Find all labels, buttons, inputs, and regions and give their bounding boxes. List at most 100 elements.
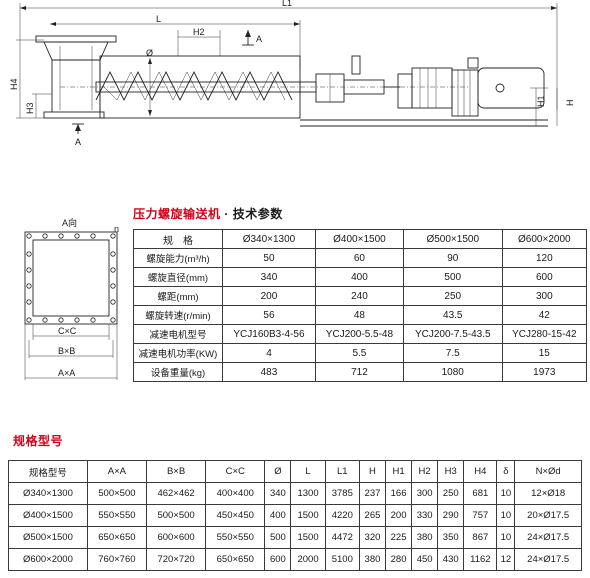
spec-cell: 120 (501, 248, 588, 268)
h-label: H (565, 100, 575, 107)
model-cell: 760×760 (86, 548, 147, 571)
model-cell: 450 (411, 548, 439, 571)
model-cell: 1500 (290, 526, 326, 549)
model-cell: 500×500 (86, 482, 147, 505)
spec-cell: YCJ280-15-42 (501, 324, 588, 344)
model-cell: 12×Ø18 (514, 482, 582, 505)
spec-cell: 43.5 (402, 305, 503, 325)
phi-label: Ø (146, 48, 153, 58)
spec-cell: 400 (314, 267, 404, 287)
model-cell: 24×Ø17.5 (514, 548, 582, 571)
model-cell: 200 (385, 504, 413, 527)
l-label: L (156, 14, 161, 24)
model-cell: 550×550 (205, 526, 266, 549)
model-cell: 290 (437, 504, 465, 527)
model-cell: 340 (264, 482, 292, 505)
model-cell: 380 (411, 526, 439, 549)
model-header-cell: δ (496, 460, 516, 483)
model-cell: 10 (496, 526, 516, 549)
model-cell: 250 (437, 482, 465, 505)
spec-cell: 60 (314, 248, 404, 268)
spec-row: 螺旋能力(m³/h) 50 60 90 120 (133, 248, 588, 268)
flange-view-text: A向 (62, 217, 77, 228)
model-cell: Ø600×2000 (8, 548, 88, 571)
model-header-cell: L (290, 460, 326, 483)
bolt-holes (26, 233, 116, 323)
model-header-cell: H4 (463, 460, 498, 483)
model-header-cell: 规格型号 (8, 460, 88, 483)
model-table: 规格型号 A×A B×B C×C Ø L L1 H H1 H2 H3 H4 δ … (8, 460, 582, 571)
cc-label: C×C (58, 326, 77, 336)
spec-cell: YCJ200-7.5-43.5 (402, 324, 503, 344)
model-cell: 720×720 (145, 548, 207, 571)
h2-label: H2 (193, 27, 205, 37)
model-cell: 500 (264, 526, 292, 549)
model-cell: Ø400×1500 (8, 504, 88, 527)
spec-header-cell: Ø500×1500 (402, 229, 503, 249)
spec-cell: 712 (314, 362, 404, 382)
model-cell: Ø500×1500 (8, 526, 88, 549)
spec-cell: 1973 (501, 362, 588, 382)
model-cell: 430 (437, 548, 465, 571)
model-header-cell: H1 (385, 460, 413, 483)
model-cell: 3785 (324, 482, 360, 505)
model-title: 规格型号 (13, 434, 64, 448)
model-header-cell: A×A (86, 460, 147, 483)
spec-row: 螺旋直径(mm) 340 400 500 600 (133, 267, 588, 287)
flange-drawing: A向 n C×C B×B A×A (24, 217, 119, 380)
screw-flights (95, 70, 301, 102)
l1-label: L1 (282, 0, 292, 8)
spec-header-cell: Ø340×1300 (222, 229, 316, 249)
spec-cell: 48 (314, 305, 404, 325)
spec-cell: 1080 (402, 362, 503, 382)
model-cell: 12 (496, 548, 516, 571)
spec-cell: 减速电机功率(KW) (133, 343, 223, 363)
spec-cell: 螺旋直径(mm) (133, 267, 223, 287)
model-header-cell: Ø (264, 460, 292, 483)
spec-cell: YCJ160B3-4-56 (222, 324, 316, 344)
spec-cell: 5.5 (314, 343, 404, 363)
n-label: n (114, 224, 119, 234)
spec-cell: 螺旋能力(m³/h) (133, 248, 223, 268)
h3-label: H3 (25, 102, 35, 114)
spec-row: 螺距(mm) 200 240 250 300 (133, 286, 588, 306)
model-cell: 330 (411, 504, 439, 527)
spec-cell: YCJ200-5.5-48 (314, 324, 404, 344)
model-cell: 500×500 (145, 504, 207, 527)
model-header-cell: H3 (437, 460, 465, 483)
spec-cell: 300 (501, 286, 588, 306)
model-header-row: 规格型号 A×A B×B C×C Ø L L1 H H1 H2 H3 H4 δ … (8, 460, 582, 483)
model-cell: 350 (437, 526, 465, 549)
spec-cell: 340 (222, 267, 316, 287)
a-bottom-label: A (75, 137, 81, 147)
model-row: Ø500×1500 650×650 600×600 550×550 500 15… (8, 526, 582, 549)
spec-row: 减速电机功率(KW) 4 5.5 7.5 15 (133, 343, 588, 363)
spec-cell: 200 (222, 286, 316, 306)
spec-cell: 500 (402, 267, 503, 287)
model-cell: Ø340×1300 (8, 482, 88, 505)
model-cell: 600×600 (145, 526, 207, 549)
model-cell: 1500 (290, 504, 326, 527)
spec-cell: 螺距(mm) (133, 286, 223, 306)
spec-cell: 90 (402, 248, 503, 268)
model-header-cell: H2 (411, 460, 439, 483)
spec-title-sub: 技术参数 (232, 207, 283, 221)
model-header-cell: C×C (205, 460, 266, 483)
spec-title-separator: · (224, 207, 229, 221)
model-cell: 4220 (324, 504, 360, 527)
h4-label: H4 (9, 78, 19, 90)
spec-cell: 设备重量(kg) (133, 362, 223, 382)
spec-cell: 减速电机型号 (133, 324, 223, 344)
spec-cell: 15 (501, 343, 588, 363)
model-cell: 24×Ø17.5 (514, 526, 582, 549)
model-cell: 550×550 (86, 504, 147, 527)
spec-title: 压力螺旋输送机 · 技术参数 (133, 205, 283, 222)
model-cell: 280 (385, 548, 413, 571)
model-cell: 4472 (324, 526, 360, 549)
bb-label: B×B (58, 346, 75, 356)
model-cell: 462×462 (145, 482, 207, 505)
model-cell: 1162 (463, 548, 498, 571)
model-cell: 380 (358, 548, 387, 571)
model-cell: 265 (358, 504, 387, 527)
model-cell: 681 (463, 482, 498, 505)
